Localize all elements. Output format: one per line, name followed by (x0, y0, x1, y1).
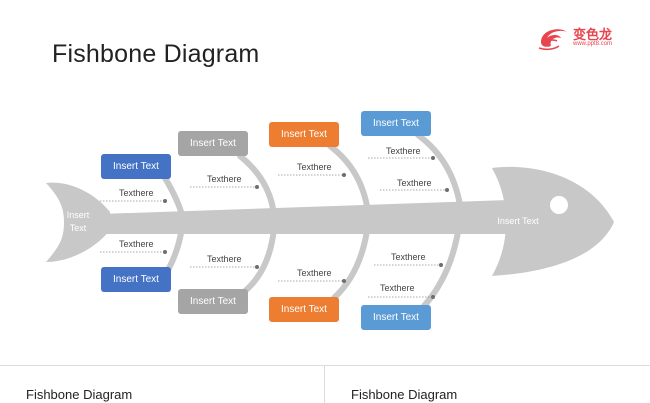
subcause-label-bottom-4: Texthere (391, 252, 426, 262)
tail-label-text: Insert Text (66, 210, 90, 233)
subcause-label-bottom-5: Texthere (380, 283, 415, 293)
cause-box-top-2[interactable]: Insert Text (178, 131, 248, 156)
rib-top-1 (162, 175, 185, 218)
cause-box-bottom-4[interactable]: Insert Text (361, 305, 431, 330)
subcause-label-bottom-3: Texthere (297, 268, 332, 278)
fish-head (492, 166, 614, 276)
fishbone-diagram (46, 132, 614, 309)
subcause-label-top-2: Texthere (207, 174, 242, 184)
rib-bottom-3 (331, 221, 371, 301)
leader-dot-bottom-2 (255, 265, 259, 269)
leader-lines (100, 157, 446, 298)
subcause-label-bottom-1: Texthere (119, 239, 154, 249)
logo-wordmark: 变色龙 (573, 28, 613, 43)
leader-dot-top-1 (163, 199, 167, 203)
cause-box-bottom-1[interactable]: Insert Text (101, 267, 171, 292)
cause-box-bottom-2[interactable]: Insert Text (178, 289, 248, 314)
subcause-label-top-5: Texthere (397, 178, 432, 188)
leader-dots (163, 156, 449, 299)
leader-dot-bottom-4 (439, 263, 443, 267)
thumbnail-title-2: Fishbone Diagram (351, 387, 458, 402)
slide-canvas: Fishbone Diagram 变色龙 www.ppt8.com (0, 22, 650, 366)
fish-spine (100, 200, 510, 234)
leader-dot-top-3 (342, 173, 346, 177)
leader-dot-bottom-3 (342, 279, 346, 283)
subcause-label-top-3: Texthere (297, 162, 332, 172)
fish-tail (46, 182, 110, 262)
thumbnail-card-1[interactable]: Fishbone Diagram (0, 366, 325, 403)
chameleon-logo-icon (538, 29, 567, 51)
cause-box-top-1[interactable]: Insert Text (101, 154, 171, 179)
cause-box-top-3[interactable]: Insert Text (269, 122, 339, 147)
subcause-label-top-1: Texthere (119, 188, 154, 198)
cause-box-bottom-3[interactable]: Insert Text (269, 297, 339, 322)
subcause-label-bottom-2: Texthere (207, 254, 242, 264)
thumbnail-card-2[interactable]: Fishbone Diagram (325, 366, 650, 403)
leader-dot-top-2 (255, 185, 259, 189)
rib-bottom-2 (241, 225, 277, 295)
logo-url: www.ppt8.com (573, 41, 613, 47)
rib-top-3 (327, 143, 371, 215)
rib-top-4 (415, 132, 463, 208)
leader-dot-bottom-5 (431, 295, 435, 299)
brand-logo: 变色龙 www.ppt8.com (537, 22, 629, 52)
slide-title: Fishbone Diagram (52, 40, 260, 68)
cause-box-top-4[interactable]: Insert Text (361, 111, 431, 136)
rib-bottom-1 (165, 225, 185, 273)
leader-dot-top-5 (445, 188, 449, 192)
subcause-label-top-4: Texthere (386, 146, 421, 156)
tail-label: Insert Text (60, 209, 96, 235)
thumbnail-title-1: Fishbone Diagram (26, 387, 133, 402)
head-label: Insert Text (497, 216, 539, 226)
leader-dot-top-4 (431, 156, 435, 160)
leader-dot-bottom-1 (163, 250, 167, 254)
fish-eye (550, 196, 568, 214)
